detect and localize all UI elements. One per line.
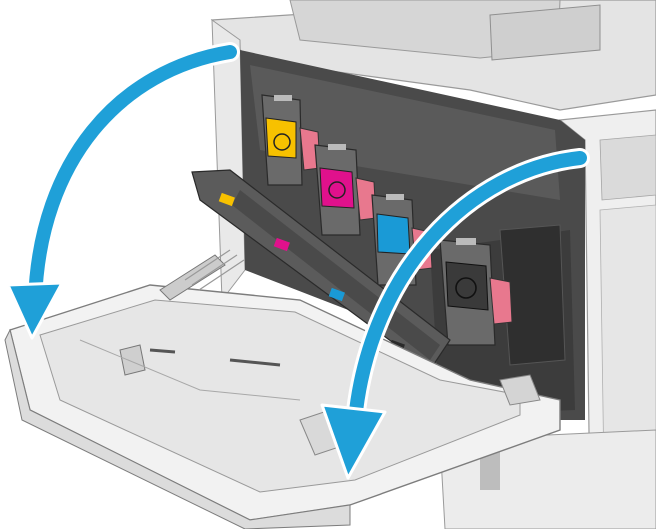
black-toner-cartridge (439, 238, 513, 346)
yellow-toner-cartridge (261, 94, 321, 186)
printer-body (210, 0, 656, 529)
magenta-slot-marker (273, 237, 290, 252)
left-door-arrow (6, 42, 240, 340)
toner-cartridges (261, 94, 513, 346)
yellow-slot-marker (218, 192, 235, 207)
cyan-slot-marker (328, 287, 345, 302)
magenta-toner-cartridge (314, 144, 377, 236)
right-door-arrow (320, 148, 590, 480)
front-door-open (4, 249, 561, 529)
